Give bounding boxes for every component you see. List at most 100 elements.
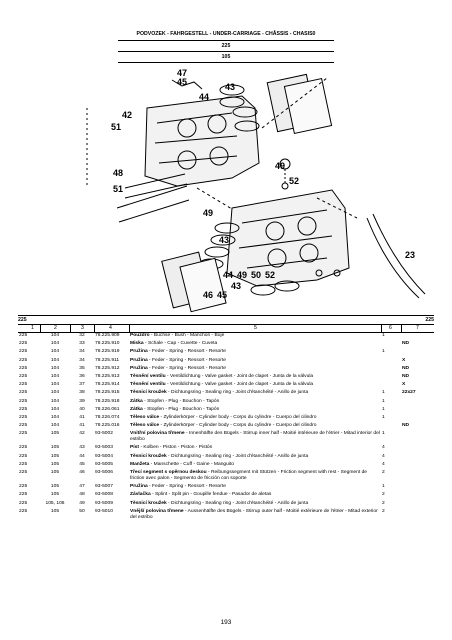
part-number: 93-5004 [95,453,113,459]
quantity: 4 [382,461,385,467]
note: ND [402,423,410,429]
column-header: 6 [389,325,392,331]
position-number: 48 [79,492,85,498]
callout-label: 52 [265,270,275,280]
ref-subgroup: 104 [50,357,60,363]
quantity: 2 [382,508,385,514]
quantity: 1 [382,390,385,396]
part-number: 78.225.912 [95,365,120,371]
part-number: 78.225.914 [95,382,120,388]
callout-label: 51 [111,122,121,132]
part-translations: - Feder - Spring - Ressort - Resorte [147,365,226,371]
ref-group: 225 [19,406,28,412]
note [401,431,434,443]
column-header: 1 [31,325,34,331]
part-name: Těsnicí kroužek [130,453,167,459]
section-code-left: 225 [18,317,27,323]
ref-subgroup: 105, 106 [45,500,65,506]
callout-label: 43 [225,82,235,92]
part-description: Pružina - Feder - Spring - Ressort - Res… [129,366,381,372]
ref-group: 225 [19,357,28,363]
part-translations: - Feder - Spring - Ressort - Resorte [147,484,226,490]
position-number: 32 [79,333,85,338]
part-name: Pružina [130,357,148,363]
ref-group: 225 [19,373,28,379]
part-name: Miska [130,341,144,347]
quantity: 1 [382,333,385,338]
part-translations: - Feder - Spring - Ressort - Resorte [147,349,226,355]
position-number: 46 [79,470,85,475]
part-description: Třecí segment s opěrnou deskou - Reibung… [129,470,381,482]
part-translations: - Stopfen - Plug - Bouchon - Tapón [142,406,220,412]
part-translations: - Feder - Spring - Ressort - Resorte [147,357,226,363]
callout-label: 45 [217,290,227,300]
column-header: 4 [109,325,112,331]
part-translations: - Innenhälfte des Bügels - Stirrup inner… [130,431,380,443]
part-translations: - Zylinderkörper - Cylinder body - Corps… [159,423,317,429]
part-description: Zátka - Stopfen - Plug - Bouchon - Tapón [129,407,381,413]
ref-subgroup: 104 [50,365,60,371]
row-spacer [18,521,434,523]
header-rule [118,51,334,52]
ref-group: 225 [19,398,28,404]
part-number: 78.225.913 [95,373,120,379]
ref-subgroup: 104 [50,382,60,388]
position-number: 36 [79,373,85,379]
column-divider [129,324,130,332]
header-rule [118,40,334,41]
part-description: Těsnicí kroužek - Dichtungsring - Sealin… [129,454,381,460]
part-number: 78.225.915 [95,390,120,396]
quantity: 2 [382,500,385,506]
part-description: Vnější polovina třmene - Aussenhälfte de… [129,509,381,521]
callout-label: 23 [405,250,415,260]
part-translations: - Ventildichtung - Valve gasket - Joint … [165,373,314,379]
part-number: 93-5008 [95,492,113,498]
position-number: 34 [79,349,85,355]
position-number: 41 [79,423,85,429]
part-number: 93-5010 [95,508,113,514]
ref-group: 225 [19,349,28,355]
ref-group: 225 [19,365,28,371]
part-number: 93-5003 [95,445,113,451]
ref-subgroup: 104 [50,423,60,429]
ref-subgroup: 104 [50,333,60,338]
page-header-title: PODVOZEK - FAHRGESTELL - UNDER-CARRIAGE … [136,31,316,37]
note: ND [402,365,410,371]
quantity: 1 [382,406,385,412]
section-code-right: 225 [425,317,434,323]
ref-group: 225 [19,333,28,338]
part-number: 78.225.016 [95,423,120,429]
position-number: 38 [79,390,85,396]
section-rule [18,324,434,325]
ref-subgroup: 104 [50,414,60,420]
page-number: 193 [220,619,232,626]
brake-caliper-exploded-diagram: 47 45 44 43 42 51 48 51 49 52 49 43 44 4… [86,68,426,313]
part-name: Vnější polovina třmene [130,508,184,514]
subgroup-code: 105 [221,54,231,60]
part-description: Těsnění ventilu - Ventildichtung - Valve… [129,382,381,388]
part-description: Manžeta - Manschette - Cuff - Gaine - Ma… [129,462,381,468]
position-number: 50 [79,508,85,514]
part-number: 93-5009 [95,500,113,506]
column-header: 7 [416,325,419,331]
part-translations: - Buchse - Bush - Manchon - Buje [149,333,225,338]
note [401,470,434,482]
part-description: Miska - Schale - Cap - Cuvette - Cuveta [129,341,381,347]
part-name: Těsnění ventilu [130,382,166,388]
part-description: Těsnicí kroužek - Dichtungsring - Sealin… [129,501,381,507]
position-number: 33 [79,341,85,347]
callout-label: 51 [113,184,123,194]
position-number: 34 [79,357,85,363]
part-name: Pružina [130,484,148,490]
note: X [402,357,406,363]
